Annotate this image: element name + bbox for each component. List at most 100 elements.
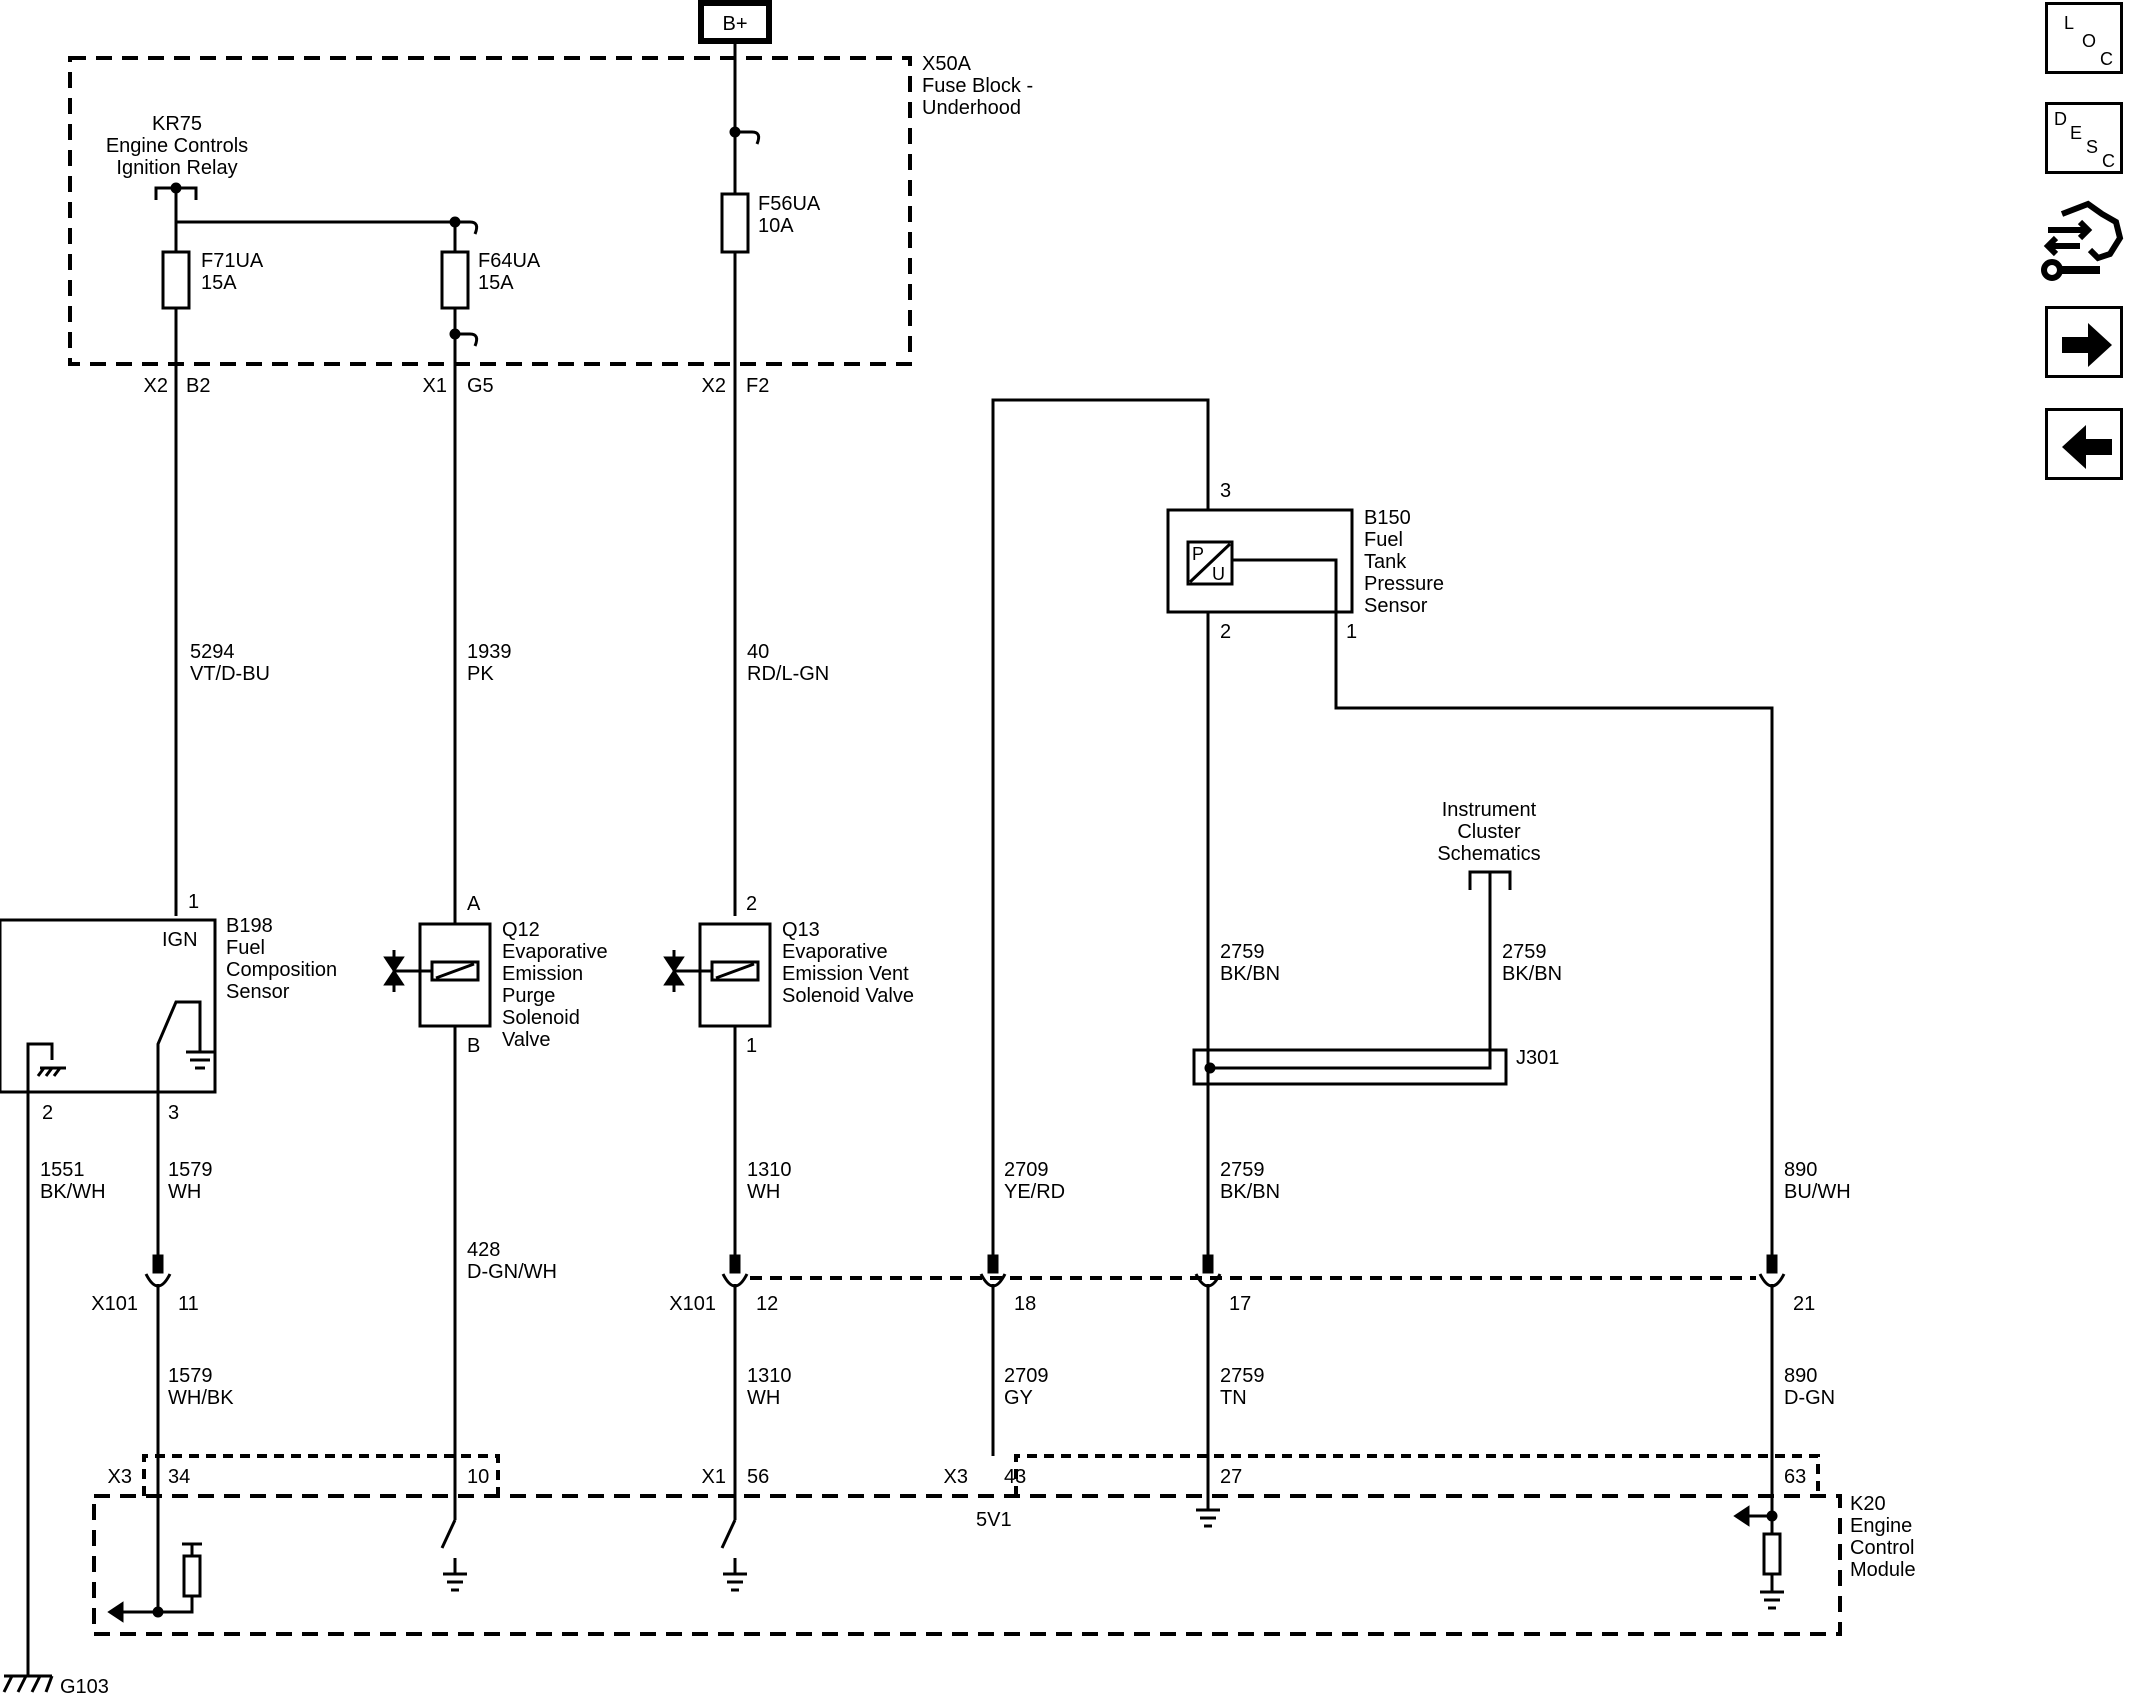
wire-1310a-circuit: 1310 [747, 1159, 792, 1181]
circuit-40: F56UA 10A X2 F2 40 RD/L-GN [702, 41, 829, 916]
fuse-f71ua-rating: 15A [201, 272, 237, 294]
q12-line4: Solenoid [502, 1007, 580, 1029]
next-page-button[interactable] [2045, 306, 2123, 378]
wire-2759d-circuit: 2759 [1220, 1365, 1265, 1387]
b150-line3: Pressure [1364, 573, 1444, 595]
connector-tool-icon[interactable] [2040, 200, 2126, 290]
fuse-block-pin-3: F2 [746, 375, 769, 397]
q13-line1: Evaporative [782, 941, 888, 963]
wire-2709a-color: YE/RD [1004, 1181, 1065, 1203]
q13-id: Q13 [782, 919, 820, 941]
q12-line2: Emission [502, 963, 583, 985]
b150-pin-bottom-left: 2 [1220, 621, 1231, 643]
x101-pin-12: 12 [756, 1293, 778, 1315]
ecm-x1: X1 [702, 1466, 726, 1488]
fuse-block-name-2: Underhood [922, 97, 1021, 119]
ecm-line2: Control [1850, 1537, 1914, 1559]
relay-name-2: Ignition Relay [116, 157, 237, 179]
fuse-f64ua-rating: 15A [478, 272, 514, 294]
wire-890a-circuit: 890 [1784, 1159, 1817, 1181]
wire-5294-color: VT/D-BU [190, 663, 270, 685]
x101-pin-17: 17 [1229, 1293, 1251, 1315]
ecm-pin-56: 56 [747, 1466, 769, 1488]
fuse-f56ua-rating: 10A [758, 215, 794, 237]
valve-q12: A B Q12 Evaporative Emission Purge Solen… [383, 893, 608, 1057]
valve-q13: 2 1 Q13 Evaporative Emission Vent Soleno… [663, 893, 914, 1057]
relay-kr75: KR75 Engine Controls Ignition Relay [106, 113, 479, 235]
relay-name-1: Engine Controls [106, 135, 248, 157]
ecm-pin-63: 63 [1784, 1466, 1806, 1488]
loc-letter-o: O [2082, 31, 2096, 51]
ecm-x3-left: X3 [108, 1466, 132, 1488]
fuse-block-name-1: Fuse Block - [922, 75, 1033, 97]
wire-1310b-circuit: 1310 [747, 1365, 792, 1387]
desc-letter-e: E [2070, 123, 2082, 143]
wire-2759d-color: TN [1220, 1387, 1247, 1409]
circuit-2759: 2759 BK/BN 2759 BK/BN [1206, 612, 1280, 1262]
wire-890b-color: D-GN [1784, 1387, 1835, 1409]
b198-pin1: 1 [188, 891, 199, 913]
fuse-f71ua [161, 250, 191, 310]
wire-1939-color: PK [467, 663, 494, 685]
fuse-f56ua-id: F56UA [758, 193, 821, 215]
b150-line2: Tank [1364, 551, 1407, 573]
cluster-line1: Instrument [1442, 799, 1537, 821]
b198-line2: Composition [226, 959, 337, 981]
ecm-pin-43: 43 [1004, 1466, 1026, 1488]
ecm-pin-10: 10 [467, 1466, 489, 1488]
fuse-f64ua [440, 250, 470, 310]
ecm-line1: Engine [1850, 1515, 1912, 1537]
b150-line1: Fuel [1364, 529, 1403, 551]
circuit-1551: 1551 BK/WH G103 [2, 1092, 109, 1696]
b150-pin-bottom-right: 1 [1346, 621, 1357, 643]
fuse-block-pin-conn-2: X1 [423, 375, 447, 397]
wire-40-circuit: 40 [747, 641, 769, 663]
q12-line1: Evaporative [502, 941, 608, 963]
b198-line3: Sensor [226, 981, 290, 1003]
circuit-890: 890 BU/WH [1334, 612, 1851, 1262]
loc-letter-l: L [2064, 13, 2074, 33]
x101-pin-18: 18 [1014, 1293, 1036, 1315]
b150-pin-top: 3 [1220, 480, 1231, 502]
q12-pin-a: A [467, 893, 481, 915]
wire-2759c-color: BK/BN [1220, 1181, 1280, 1203]
fuse-f71ua-id: F71UA [201, 250, 264, 272]
b150-line4: Sensor [1364, 595, 1428, 617]
wire-1579a-color: WH [168, 1181, 201, 1203]
circuit-2709: 2709 YE/RD [1004, 1159, 1065, 1203]
desc-letter-c: C [2102, 151, 2115, 171]
wire-428-circuit: 428 [467, 1239, 500, 1261]
fuse-block-pin-2: G5 [467, 375, 494, 397]
circuit-1310-upper: 1310 WH [733, 1026, 792, 1262]
wire-1551-circuit: 1551 [40, 1159, 85, 1181]
next-arrow-icon [2062, 323, 2112, 367]
q13-pin-bottom: 1 [746, 1035, 757, 1057]
previous-page-button[interactable] [2045, 408, 2123, 480]
desc-letter-d: D [2054, 109, 2067, 129]
wire-1579b-circuit: 1579 [168, 1365, 213, 1387]
ecm-pin-34: 34 [168, 1466, 190, 1488]
wire-890a-color: BU/WH [1784, 1181, 1851, 1203]
lower-wires: 1579 WH/BK 1310 WH 2709 GY 2759 TN 890 D… [156, 1284, 1835, 1612]
ecm-k20: X3 34 10 X1 56 X3 43 27 63 5V1 K20 Engin… [92, 1454, 1916, 1636]
fuse-block-pin-conn-3: X2 [702, 375, 726, 397]
previous-arrow-icon [2062, 425, 2112, 469]
instrument-cluster-reference: Instrument Cluster Schematics 2759 BK/BN [1437, 799, 1562, 1062]
q12-id: Q12 [502, 919, 540, 941]
wire-1551-color: BK/WH [40, 1181, 106, 1203]
wire-2759a-color: BK/BN [1220, 963, 1280, 985]
ground-g103: G103 [60, 1676, 109, 1696]
b198-line1: Fuel [226, 937, 265, 959]
wire-1310b-color: WH [747, 1387, 780, 1409]
q13-line2: Emission Vent [782, 963, 909, 985]
x101-pin-11: 11 [178, 1293, 199, 1315]
loc-letter-c: C [2100, 49, 2113, 69]
description-button[interactable]: D E S C [2045, 102, 2123, 174]
ecm-x3-right: X3 [944, 1466, 968, 1488]
inline-connector-x101: X101 11 X101 12 18 17 21 [91, 1254, 1815, 1315]
location-button[interactable]: L O C [2045, 2, 2123, 74]
x101-left-label: X101 [91, 1293, 138, 1315]
wire-2759c-circuit: 2759 [1220, 1159, 1265, 1181]
wire-1579b-color: WH/BK [168, 1387, 234, 1409]
